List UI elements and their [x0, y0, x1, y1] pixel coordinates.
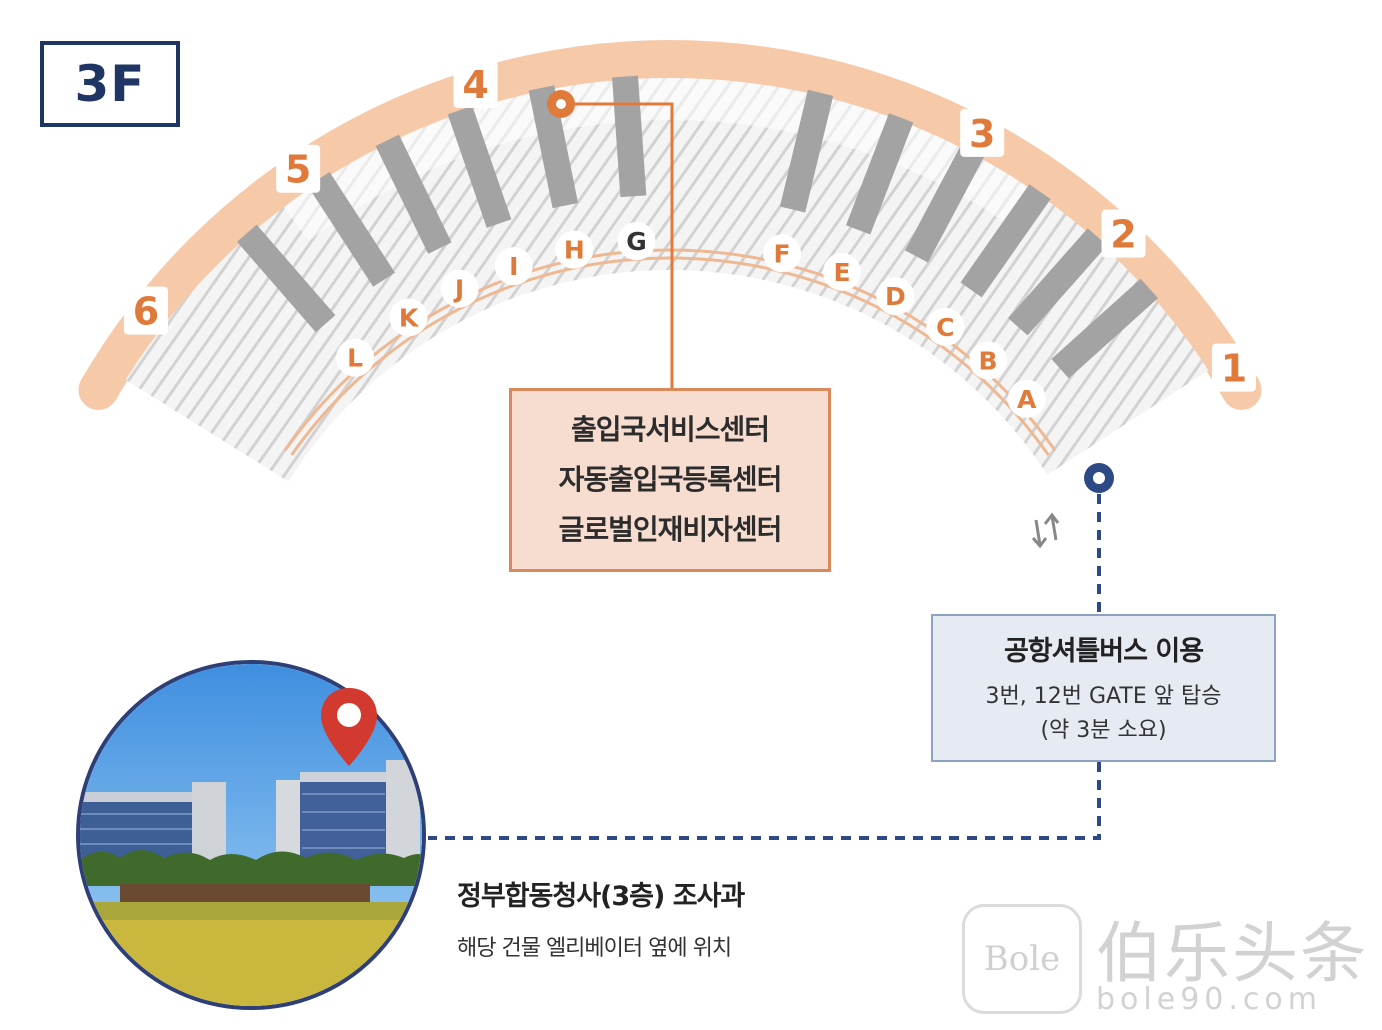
gate-marker-bg	[453, 60, 498, 109]
counter-label-e: E	[833, 258, 850, 287]
counter-label-bg	[336, 338, 375, 377]
service-center-box: 출입국서비스센터 자동출입국등록센터 글로벌인재비자센터	[509, 388, 831, 572]
check-in-counters	[237, 75, 1159, 379]
counter-bar-e	[846, 113, 914, 235]
escalator-up-icon	[1043, 512, 1060, 541]
shuttle-gate-info: 3번, 12번 GATE 앞 탑승	[985, 683, 1222, 709]
shuttle-title: 공항셔틀버스 이용	[1003, 635, 1204, 667]
walkway-rail	[290, 256, 1050, 456]
counter-bar-b	[1008, 228, 1108, 336]
counter-label-bg	[823, 252, 862, 291]
watermark-logo: Bole	[962, 904, 1082, 1014]
counter-bar-g	[612, 75, 647, 198]
counter-label-bg	[440, 269, 479, 308]
counter-bar-d	[904, 144, 985, 263]
location-pin-icon	[321, 688, 377, 766]
counter-bar-c	[960, 184, 1051, 298]
escalator-down-icon	[1031, 519, 1048, 549]
shuttle-stop-marker-dot	[1093, 472, 1105, 484]
gate-marker-bg	[276, 144, 321, 193]
floor-badge: 3F	[40, 41, 180, 127]
gate-number-1: 1	[1221, 347, 1247, 391]
counter-label-bg	[876, 277, 915, 316]
gate-marker-bg	[1101, 209, 1146, 258]
service-center-marker-dot	[556, 99, 566, 109]
route-to-destination	[428, 762, 1101, 840]
service-center-leader	[561, 102, 674, 390]
counter-label-k: K	[399, 303, 420, 332]
counter-bar-f	[779, 89, 834, 213]
counter-label-bg	[1007, 379, 1046, 418]
watermark: Bole 伯乐头条 bole90.com	[962, 900, 1372, 1020]
counter-label-bg	[763, 234, 802, 273]
shuttle-duration: (약 3분 소요)	[1040, 717, 1167, 743]
counter-label-bg	[617, 222, 656, 261]
counter-label-d: D	[885, 282, 906, 311]
counter-label-b: B	[979, 347, 998, 376]
gate-number-2: 2	[1110, 213, 1136, 257]
service-center-line-1: 출입국서비스센터	[570, 413, 770, 446]
service-center-line-2: 자동출입국등록센터	[558, 463, 783, 496]
counter-label-bg	[494, 247, 533, 286]
watermark-url: bole90.com	[1096, 982, 1322, 1017]
shuttle-bus-box: 공항셔틀버스 이용 3번, 12번 GATE 앞 탑승 (약 3분 소요)	[931, 614, 1276, 762]
gate-marker-bg	[960, 108, 1005, 157]
service-center-line-3: 글로벌인재비자센터	[558, 513, 783, 546]
gate-marker-bg	[1211, 343, 1256, 392]
gate-number-3: 3	[969, 112, 995, 156]
counter-bar-a	[1051, 278, 1159, 379]
counter-bar-l	[237, 224, 336, 333]
gate-marker-bg	[123, 286, 168, 335]
counter-label-f: F	[774, 239, 791, 268]
counter-bar-i	[447, 105, 512, 228]
counter-label-j: J	[453, 275, 464, 304]
counter-bar-j	[375, 134, 452, 254]
counter-label-i: I	[509, 252, 518, 281]
counter-bar-h	[528, 85, 579, 209]
route-lines	[428, 90, 1114, 840]
counter-label-h: H	[564, 236, 585, 265]
gate-number-4: 4	[462, 63, 488, 107]
gate-markers: 1 2 3 4 5 6	[123, 60, 1256, 392]
counter-label-bg	[555, 230, 594, 269]
destination-title: 정부합동청사(3층) 조사과	[457, 881, 745, 912]
walkway-rail	[283, 248, 1057, 452]
counter-label-bg	[389, 298, 428, 337]
counter-label-l: L	[347, 344, 363, 373]
destination-subtitle: 해당 건물 엘리베이터 옆에 위치	[457, 936, 732, 961]
outer-band-end	[78, 370, 119, 410]
gate-number-5: 5	[285, 148, 311, 192]
counter-bar-k	[307, 171, 395, 287]
counter-label-c: C	[936, 313, 954, 342]
watermark-name: 伯乐头条	[1096, 915, 1368, 992]
counter-label-a: A	[1017, 385, 1037, 414]
counter-labels: ABC D E F G H I J K L	[336, 222, 1046, 418]
counter-label-g: G	[626, 227, 647, 256]
counter-label-bg	[926, 307, 965, 346]
counter-label-bg	[969, 341, 1008, 380]
gate-number-6: 6	[133, 290, 159, 334]
